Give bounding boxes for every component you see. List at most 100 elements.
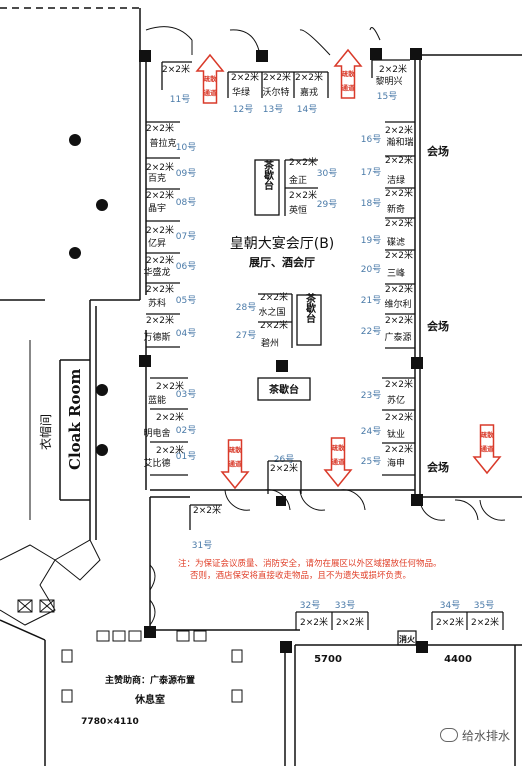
booth-size: 2×2米 xyxy=(300,616,328,628)
booth-size: 2×2米 xyxy=(146,161,174,173)
staircase xyxy=(0,539,101,626)
booth-number: 11号 xyxy=(170,94,190,105)
booth-number: 21号 xyxy=(361,295,381,306)
booth-size: 2×2米 xyxy=(385,249,413,261)
evacuation-arrow xyxy=(195,53,225,104)
dimension-5700: 5700 xyxy=(314,654,342,665)
evacuation-arrow xyxy=(323,437,353,488)
booth-number: 24号 xyxy=(361,426,381,437)
booth-size: 2×2米 xyxy=(156,380,184,392)
booth-number: 05号 xyxy=(176,295,196,306)
venue-label-2: 会场 xyxy=(427,319,449,333)
booth-number: 07号 xyxy=(176,231,196,242)
evacuation-label: 疏散 xyxy=(229,445,243,454)
booth-size: 2×2米 xyxy=(289,189,317,201)
cloak-room-cn: 衣帽间 xyxy=(38,414,53,450)
booth-name: 洁绿 xyxy=(387,174,405,186)
booth-size: 2×2米 xyxy=(385,378,413,390)
booth-size: 2×2米 xyxy=(156,444,184,456)
booth-name: 蓝能 xyxy=(148,394,166,406)
booth-size: 2×2米 xyxy=(146,283,174,295)
booth-name: 水之国 xyxy=(258,306,285,318)
booth-number: 06号 xyxy=(176,261,196,272)
dimension-4400: 4400 xyxy=(444,654,472,665)
booth-name: 万德斯 xyxy=(143,331,170,343)
booth-size: 2×2米 xyxy=(379,63,407,75)
booth-size: 2×2米 xyxy=(263,71,291,83)
booth-name: 英恒 xyxy=(289,204,307,216)
evacuation-label: 通道 xyxy=(481,444,495,453)
evacuation-label: 通道 xyxy=(332,457,346,466)
evacuation-arrow xyxy=(333,48,363,99)
evacuation-arrow xyxy=(472,424,502,475)
notice-line-1: 注：为保证会议质量、消防安全，请勿在展区以外区域摆放任何物品。 xyxy=(178,558,442,569)
booth-name: 华盛龙 xyxy=(143,266,170,278)
booth-number: 16号 xyxy=(361,134,381,145)
booth-number: 23号 xyxy=(361,390,381,401)
booth-size: 2×2米 xyxy=(385,217,413,229)
watermark: 给水排水 xyxy=(439,727,510,744)
booth-number: 33号 xyxy=(335,600,355,611)
booth-size: 2×2米 xyxy=(385,314,413,326)
booth-size: 2×2米 xyxy=(270,462,298,474)
booth-size: 2×2米 xyxy=(146,314,174,326)
booth-number: 34号 xyxy=(440,600,460,611)
evacuation-label: 通道 xyxy=(229,459,243,468)
booth-number: 03号 xyxy=(176,389,196,400)
wechat-icon xyxy=(439,728,458,742)
booth-size: 2×2米 xyxy=(385,154,413,166)
lounge-name: 休息室 xyxy=(134,693,165,706)
booth-size: 2×2米 xyxy=(289,156,317,168)
booth-number: 28号 xyxy=(236,302,256,313)
watermark-text: 给水排水 xyxy=(461,729,510,743)
booth-number: 25号 xyxy=(361,456,381,467)
booth-number: 15号 xyxy=(377,91,397,102)
booth-number: 02号 xyxy=(176,425,196,436)
booth-size: 2×2米 xyxy=(231,71,259,83)
hall-title: 皇朝大宴会厅(B) xyxy=(230,235,335,252)
booth-name: 晶宇 xyxy=(148,202,166,214)
booth-name: 嘉戎 xyxy=(300,86,318,98)
tea-station-3: 茶歇台 xyxy=(268,383,299,396)
booth-number: 30号 xyxy=(317,168,337,179)
lounge-sponsor: 主赞助商：广泰源布置 xyxy=(105,674,195,686)
evacuation-label: 通道 xyxy=(204,88,218,97)
booth-number: 01号 xyxy=(176,451,196,462)
booth-size: 2×2米 xyxy=(436,616,464,628)
booth-number: 19号 xyxy=(361,235,381,246)
booth-size: 2×2米 xyxy=(156,411,184,423)
booth-number: 10号 xyxy=(176,142,196,153)
booth-number: 22号 xyxy=(361,326,381,337)
notice-line-2: 否则，酒店保安将直接收走物品，且不为遗失或损坏负责。 xyxy=(190,570,411,581)
booth-number: 09号 xyxy=(176,168,196,179)
venue-label-3: 会场 xyxy=(427,460,449,474)
booth-number: 18号 xyxy=(361,198,381,209)
booth-name: 艾比德 xyxy=(143,457,170,469)
booth-size: 2×2米 xyxy=(385,443,413,455)
venue-label-1: 会场 xyxy=(427,144,449,158)
booth-size: 2×2米 xyxy=(385,411,413,423)
booth-name: 沃尔特 xyxy=(262,86,289,98)
booth-size: 2×2米 xyxy=(336,616,364,628)
columns xyxy=(69,134,108,456)
booth-name: 普拉克 xyxy=(149,137,176,149)
booth-name: 海申 xyxy=(387,457,405,469)
booth-name: 新奇 xyxy=(387,203,405,215)
booth-name: 亿昇 xyxy=(148,237,166,249)
lounge-size: 7780×4110 xyxy=(81,717,139,727)
booth-size: 2×2米 xyxy=(146,224,174,236)
booth-number: 35号 xyxy=(474,600,494,611)
booth-number: 12号 xyxy=(233,104,253,115)
booth-size: 2×2米 xyxy=(385,124,413,136)
booth-name: 苏科 xyxy=(148,297,166,309)
evacuation-label: 疏散 xyxy=(204,74,218,83)
walls xyxy=(0,7,522,766)
booth-size: 2×2米 xyxy=(260,319,288,331)
booth-size: 2×2米 xyxy=(146,189,174,201)
booth-number: 29号 xyxy=(317,199,337,210)
pillars xyxy=(139,48,428,653)
evacuation-label: 疏散 xyxy=(481,430,495,439)
booth-number: 04号 xyxy=(176,328,196,339)
